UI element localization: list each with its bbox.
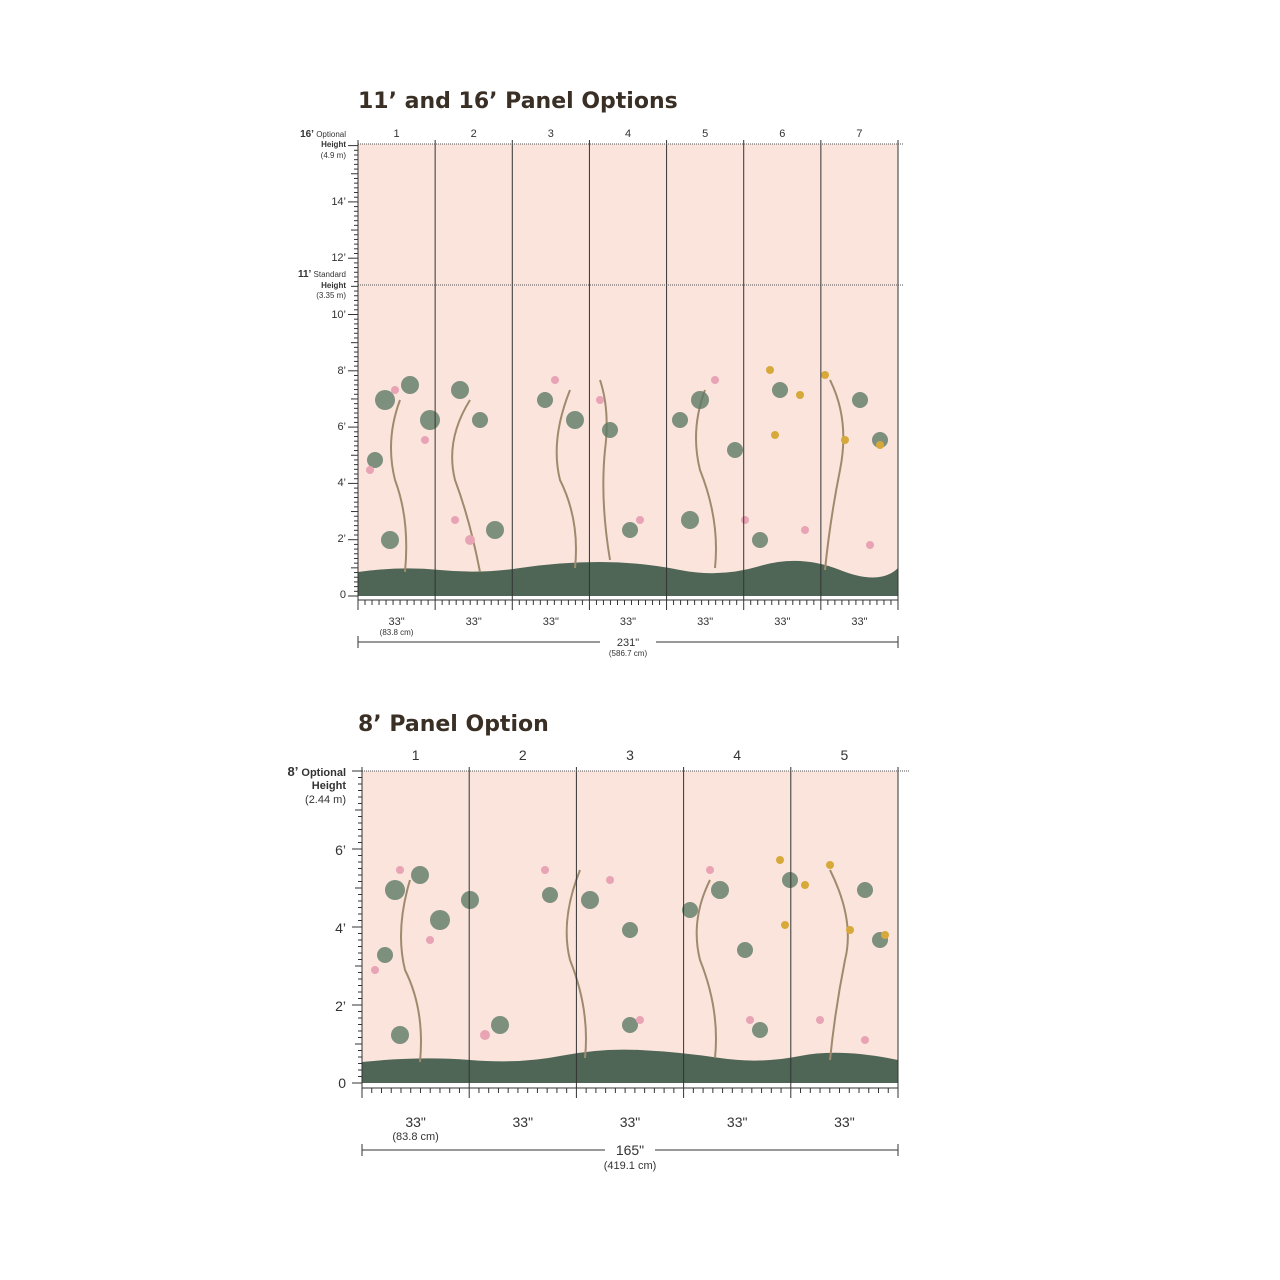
panel-width-label: 33" <box>543 616 559 628</box>
panel-width-label: 33" <box>834 1114 855 1130</box>
mural-foliage <box>377 866 888 1044</box>
axis-tick-label: 14’ <box>331 196 346 208</box>
mural-background <box>358 144 898 596</box>
panel-number: 4 <box>625 128 631 140</box>
axis-tick-label: 2’ <box>337 533 346 545</box>
axis-tick-label: 10’ <box>331 309 346 321</box>
section-title: 8’ Panel Option <box>358 712 549 737</box>
panel-number: 2 <box>471 128 477 140</box>
panel-width-label: 33" <box>620 616 636 628</box>
height-marker-value: 16’ <box>300 129 314 140</box>
height-marker-metric: (2.44 m) <box>305 794 346 806</box>
panel-number: 3 <box>548 128 554 140</box>
height-marker-type: Optional <box>301 767 346 779</box>
ruler-ticks <box>361 1088 899 1098</box>
axis-tick-label: 12’ <box>331 252 346 264</box>
axis-tick-label: 6’ <box>337 421 346 433</box>
panel-width-label: 33" <box>697 616 713 628</box>
total-width-label: 165" <box>616 1142 644 1158</box>
height-marker-word: Height <box>321 281 346 290</box>
ruler-ticks <box>348 145 358 597</box>
panel-number: 1 <box>412 747 420 763</box>
axis-tick-label: 8’ <box>337 365 346 377</box>
total-width-metric: (419.1 cm) <box>604 1160 657 1172</box>
panel-width-label: 33" <box>405 1114 426 1130</box>
axis-tick-label: 6’ <box>335 842 346 858</box>
total-width-label: 231" <box>617 637 639 649</box>
axis-tick-label: 0 <box>340 589 346 601</box>
mural-ground <box>362 1049 898 1083</box>
axis-tick-label: 4’ <box>337 477 346 489</box>
mural-gold-flowers <box>766 366 884 449</box>
panel-width-label: 33" <box>620 1114 641 1130</box>
panel-diagram-11-16: 1 2 3 4 5 6 7 16’ Optional Height (4.9 m… <box>298 128 904 658</box>
panel-dividers <box>468 767 899 1088</box>
panel-number: 2 <box>519 747 527 763</box>
mural-blossoms <box>371 866 869 1044</box>
svg-text:8’ Optional: 8’ Optional <box>287 764 346 779</box>
mural-gold-flowers <box>776 856 889 939</box>
height-marker-type: Standard <box>314 270 346 279</box>
panel-width-label: 33" <box>513 1114 534 1130</box>
panel-width-metric: (83.8 cm) <box>392 1131 438 1143</box>
height-marker-value: 11’ <box>298 269 312 280</box>
svg-text:11’ Standard: 11’ Standard <box>298 269 346 280</box>
panel-number: 6 <box>779 128 785 140</box>
mural-trees <box>400 869 849 1063</box>
panel-number: 3 <box>626 747 634 763</box>
height-marker-value: 8’ <box>287 764 298 779</box>
height-marker-word: Height <box>312 780 347 792</box>
panel-width-label: 33" <box>774 616 790 628</box>
panel-width-label: 33" <box>466 616 482 628</box>
axis-tick-label: 4’ <box>335 920 346 936</box>
section-title: 11’ and 16’ Panel Options <box>358 89 678 114</box>
axis-tick-label: 0 <box>338 1075 346 1091</box>
panel-number: 5 <box>841 747 849 763</box>
height-marker-metric: (4.9 m) <box>321 151 347 160</box>
mural-ground <box>358 560 898 596</box>
height-marker-type: Optional <box>316 130 346 139</box>
total-width-metric: (586.7 cm) <box>609 649 648 658</box>
panel-number: 5 <box>702 128 708 140</box>
height-marker-metric: (3.35 m) <box>316 291 346 300</box>
panel-number: 7 <box>856 128 862 140</box>
panel-width-label: 33" <box>851 616 867 628</box>
svg-text:16’ Optional: 16’ Optional <box>300 129 346 140</box>
height-marker-word: Height <box>321 140 346 149</box>
panel-width-label: 33" <box>388 616 404 628</box>
panel-number: 1 <box>394 128 400 140</box>
panel-width-label: 33" <box>727 1114 748 1130</box>
axis-tick-label: 2’ <box>335 998 346 1014</box>
mural-blossoms <box>366 376 874 549</box>
ruler-ticks <box>352 770 362 1084</box>
panel-dividers <box>434 140 899 600</box>
panel-width-metric: (83.8 cm) <box>380 628 414 637</box>
panel-number: 4 <box>733 747 741 763</box>
ruler-ticks <box>357 600 899 610</box>
